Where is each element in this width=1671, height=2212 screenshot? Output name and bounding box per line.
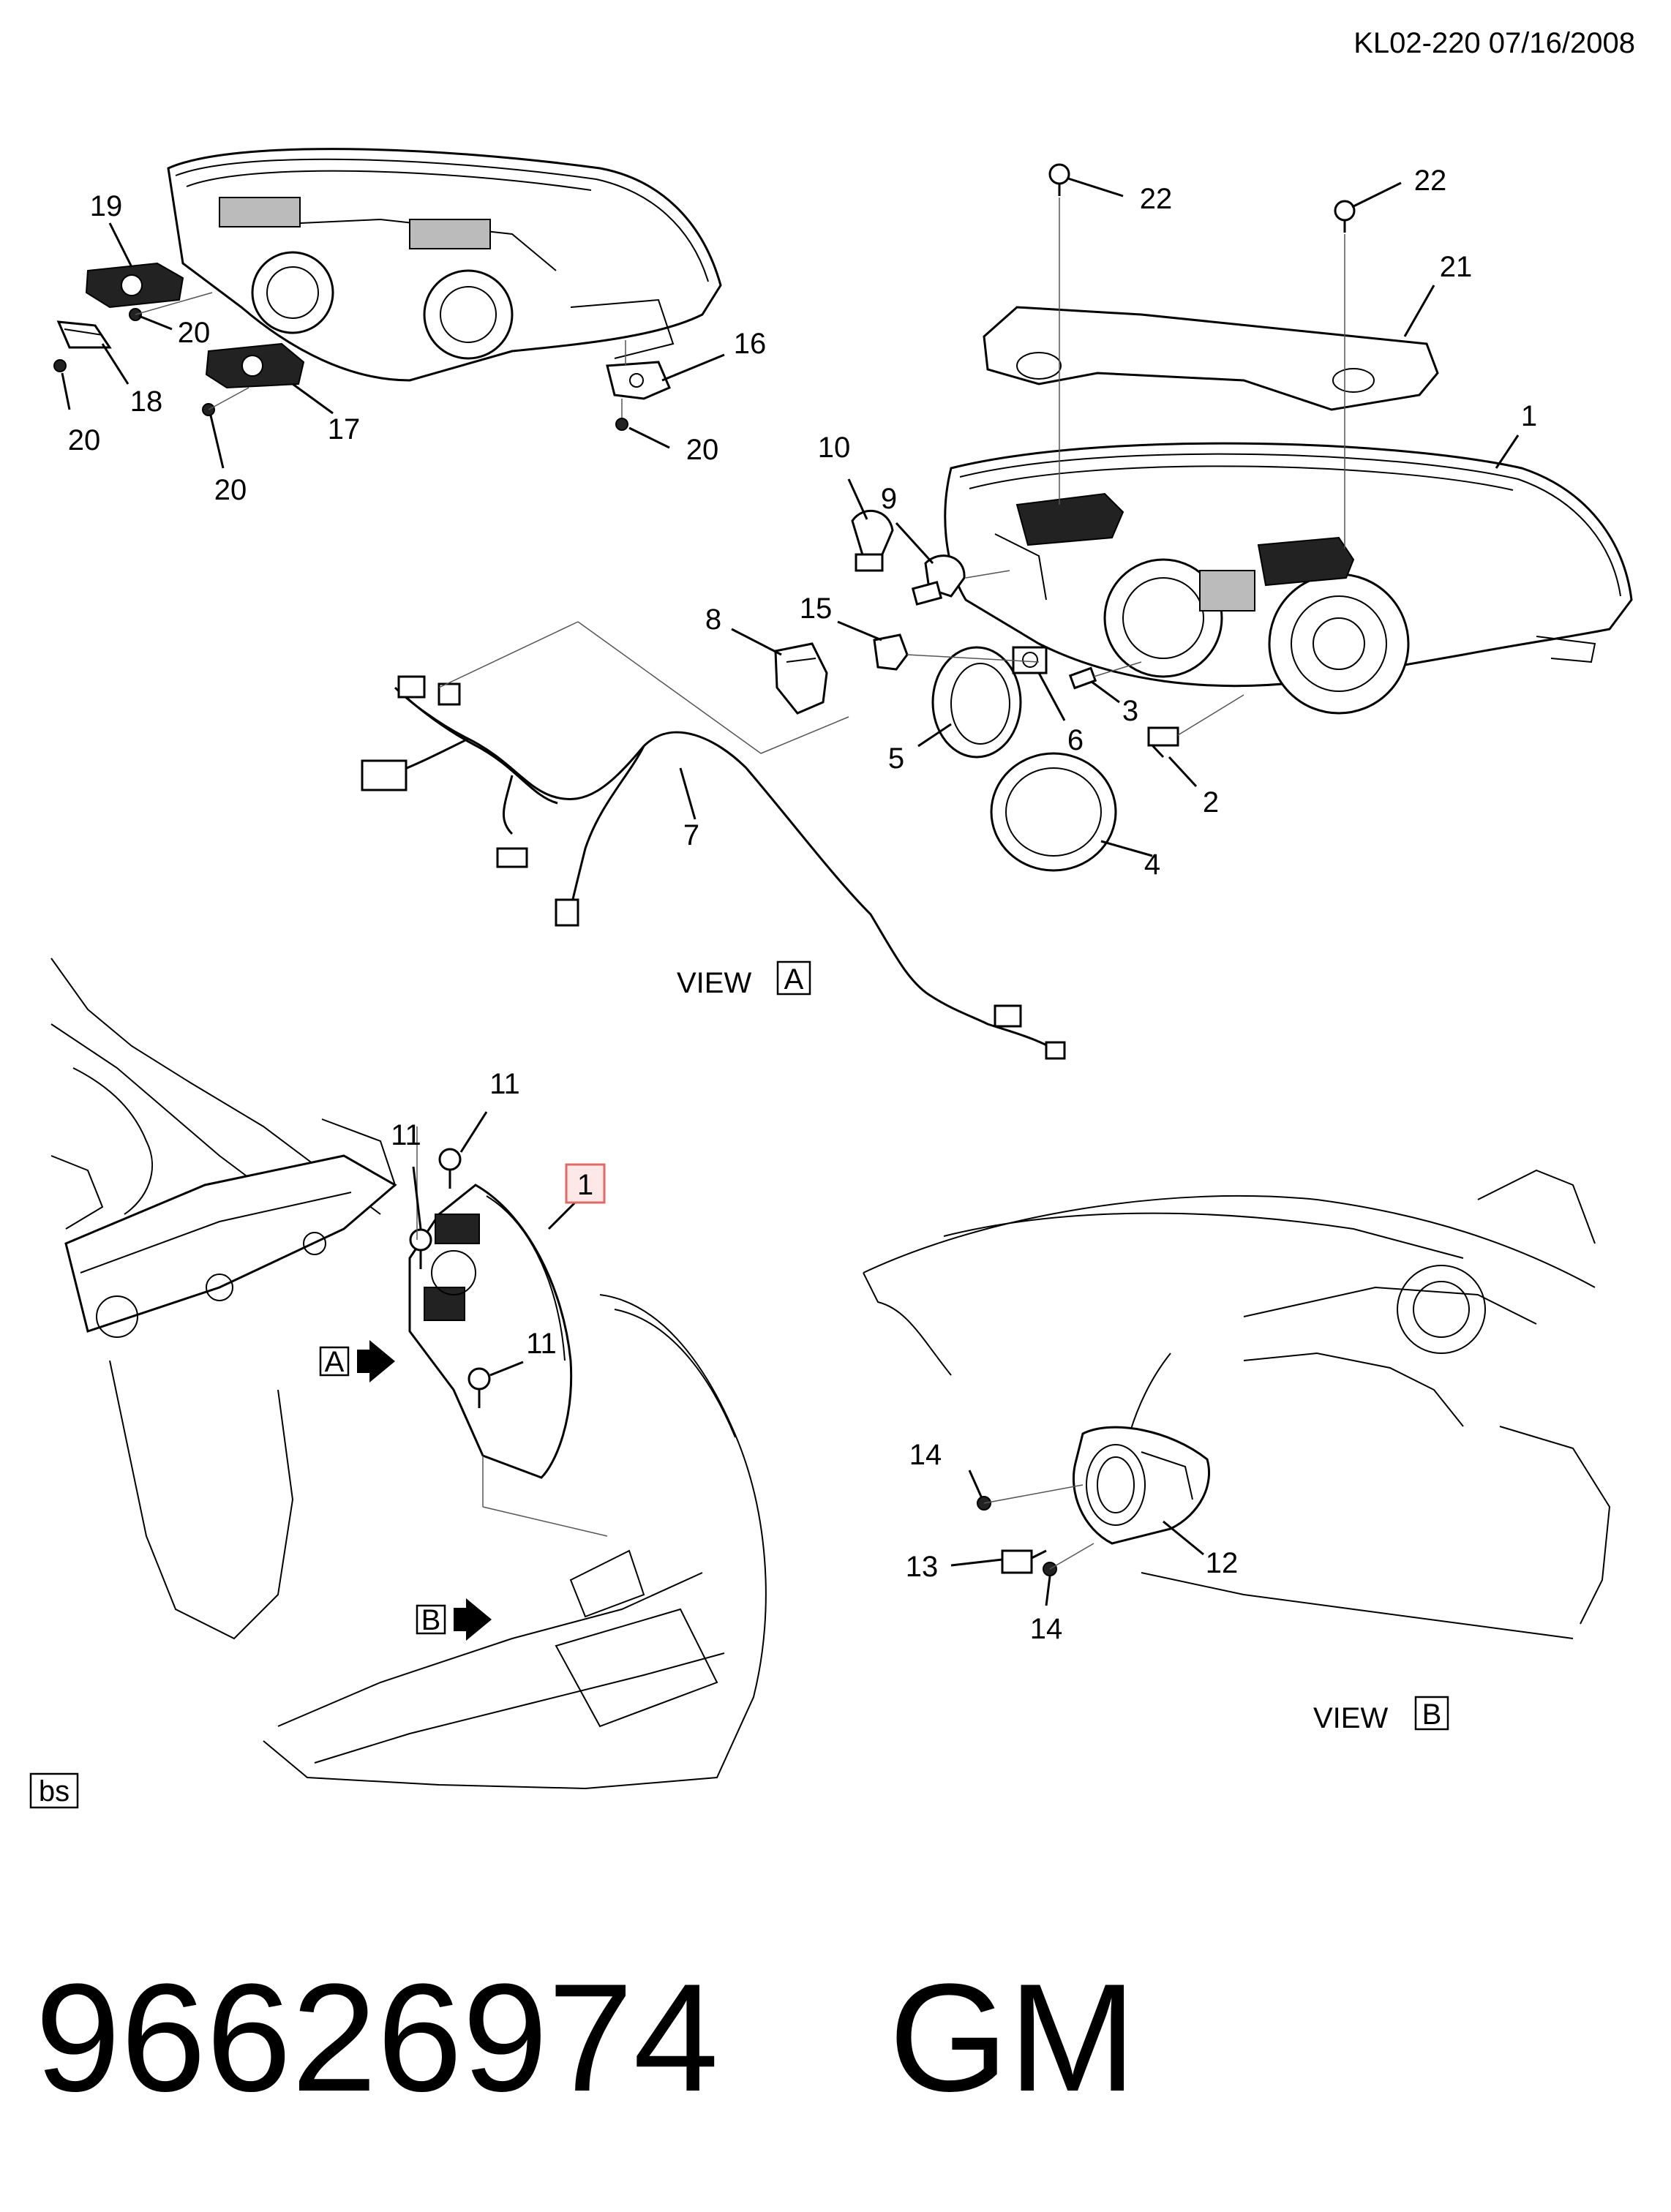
- shield-21: [983, 306, 1439, 411]
- callout-8: 8: [705, 603, 721, 636]
- callout-14-a: 14: [909, 1439, 942, 1471]
- callout-20-a: 20: [178, 317, 211, 349]
- bolts-11: [409, 1126, 491, 1408]
- exploded-view-lines: [906, 654, 1244, 736]
- callout-11-c: 11: [526, 1328, 557, 1360]
- wiring-harness-7: [361, 621, 1066, 1060]
- bulb-socket-19: [85, 262, 184, 309]
- view-b-letter: B: [1422, 1698, 1442, 1731]
- cap-4: [990, 752, 1117, 872]
- callout-14-b: 14: [1030, 1613, 1063, 1645]
- callout-4: 4: [1144, 849, 1160, 881]
- bulb-6: [1012, 646, 1048, 674]
- view-a-arrow: A: [319, 1340, 395, 1382]
- view-a-text: VIEW: [677, 967, 751, 999]
- bulb-2: [1147, 726, 1179, 759]
- callout-19: 19: [90, 190, 123, 222]
- callout-16: 16: [734, 328, 767, 360]
- fascia-view-b: [863, 1169, 1611, 1639]
- headlamp-mounted: [408, 1184, 573, 1479]
- part-number: 96626974: [35, 1952, 718, 2123]
- callout-22-b: 22: [1414, 165, 1447, 197]
- front-bumper-fascia: [263, 1294, 767, 1790]
- callout-17: 17: [328, 413, 361, 445]
- arrow-a-letter: A: [325, 1346, 345, 1378]
- view-b-label: VIEW B: [1313, 1696, 1449, 1734]
- bolts-22: [1048, 163, 1356, 549]
- bulb-9: [911, 554, 1010, 606]
- callout-1-box: 1: [577, 1169, 593, 1201]
- callout-13: 13: [906, 1551, 939, 1583]
- diagram-code-date: KL02-220 07/16/2008: [1353, 27, 1635, 59]
- callout-20-c: 20: [214, 474, 247, 506]
- callout-15: 15: [800, 592, 833, 625]
- callout-12: 12: [1206, 1547, 1239, 1579]
- callout-11-a: 11: [489, 1068, 520, 1100]
- headlamp-rear-illustration: [167, 148, 722, 382]
- front-body-structure: [50, 958, 397, 1640]
- bracket-16: [606, 340, 671, 421]
- callout-3: 3: [1122, 695, 1138, 727]
- callout-1-top: 1: [1521, 400, 1537, 432]
- view-b-arrow: B: [416, 1598, 492, 1641]
- brand-name: GM: [889, 1952, 1136, 2123]
- corner-tag: bs: [29, 1772, 79, 1809]
- socket-15: [873, 633, 909, 671]
- bulb-3: [1068, 666, 1097, 690]
- view-a-letter: A: [784, 963, 804, 996]
- callout-22-a: 22: [1140, 183, 1173, 215]
- callout-2: 2: [1203, 786, 1219, 819]
- bulb-10: [851, 509, 894, 572]
- callout-10: 10: [818, 432, 851, 464]
- screws-20: [53, 292, 628, 431]
- callout-6: 6: [1067, 724, 1084, 756]
- fog-screws-14: [977, 1484, 1094, 1576]
- socket-8: [774, 642, 828, 715]
- arrow-b-letter: B: [421, 1604, 441, 1636]
- fog-lamp-12: [1072, 1426, 1211, 1545]
- callout-1-highlight-box: [565, 1163, 606, 1204]
- fog-bulb-13: [1001, 1549, 1047, 1574]
- view-b-text: VIEW: [1313, 1702, 1388, 1734]
- cap-5: [931, 646, 1022, 759]
- callout-leaders: [61, 177, 1520, 1606]
- callout-5: 5: [888, 742, 904, 775]
- view-a-label: VIEW A: [677, 960, 811, 999]
- callout-9: 9: [881, 483, 897, 515]
- headlamp-assembly-1: [944, 442, 1633, 715]
- callout-7: 7: [683, 819, 699, 851]
- callout-20-d: 20: [686, 434, 719, 466]
- callout-20-b: 20: [68, 424, 101, 456]
- bulb-socket-17: [205, 342, 305, 389]
- callout-18: 18: [130, 385, 163, 418]
- retainer-18: [56, 320, 112, 349]
- callout-21: 21: [1440, 251, 1473, 283]
- corner-tag-text: bs: [39, 1775, 70, 1807]
- callout-11-b: 11: [391, 1119, 421, 1151]
